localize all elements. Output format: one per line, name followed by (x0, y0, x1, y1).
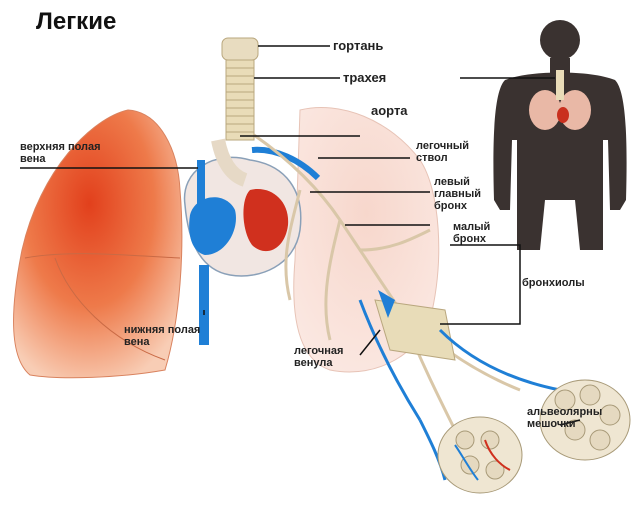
label-left-bronchus-line1: левый (434, 176, 470, 188)
inferior-vena-cava-shape (199, 265, 209, 345)
label-left-bronchus-line3: бронх (434, 200, 467, 212)
label-pulmonary-trunk-line2: ствол (416, 152, 448, 164)
label-aorta: аорта (371, 104, 408, 118)
label-small-bronchus-line2: бронх (453, 233, 486, 245)
label-pulmonary-trunk-line1: легочный (416, 140, 469, 152)
label-superior-vena-cava-line1: верхняя полая (20, 141, 101, 153)
label-pulmonary-venule-line1: легочная (294, 345, 343, 357)
label-bronchioles: бронхиолы (522, 277, 585, 289)
label-left-bronchus-line2: главный (434, 188, 481, 200)
label-inferior-vena-cava-line2: вена (124, 336, 150, 348)
label-small-bronchus-line1: малый (453, 221, 490, 233)
alveolar-sacs (438, 380, 630, 493)
body-silhouette (493, 20, 626, 250)
larynx-shape (222, 38, 258, 60)
trachea-rings (226, 60, 254, 140)
label-alveoli-line2: мешочки (527, 418, 576, 430)
label-larynx: гортань (333, 39, 383, 53)
label-inferior-vena-cava-line1: нижняя полая (124, 324, 200, 336)
label-alveoli-line1: альвеолярны (527, 406, 602, 418)
label-trachea: трахея (343, 71, 386, 85)
superior-vena-cava-shape (197, 160, 205, 220)
label-superior-vena-cava-line2: вена (20, 153, 46, 165)
page-title: Легкие (36, 8, 116, 36)
label-pulmonary-venule-line2: венула (294, 357, 332, 369)
